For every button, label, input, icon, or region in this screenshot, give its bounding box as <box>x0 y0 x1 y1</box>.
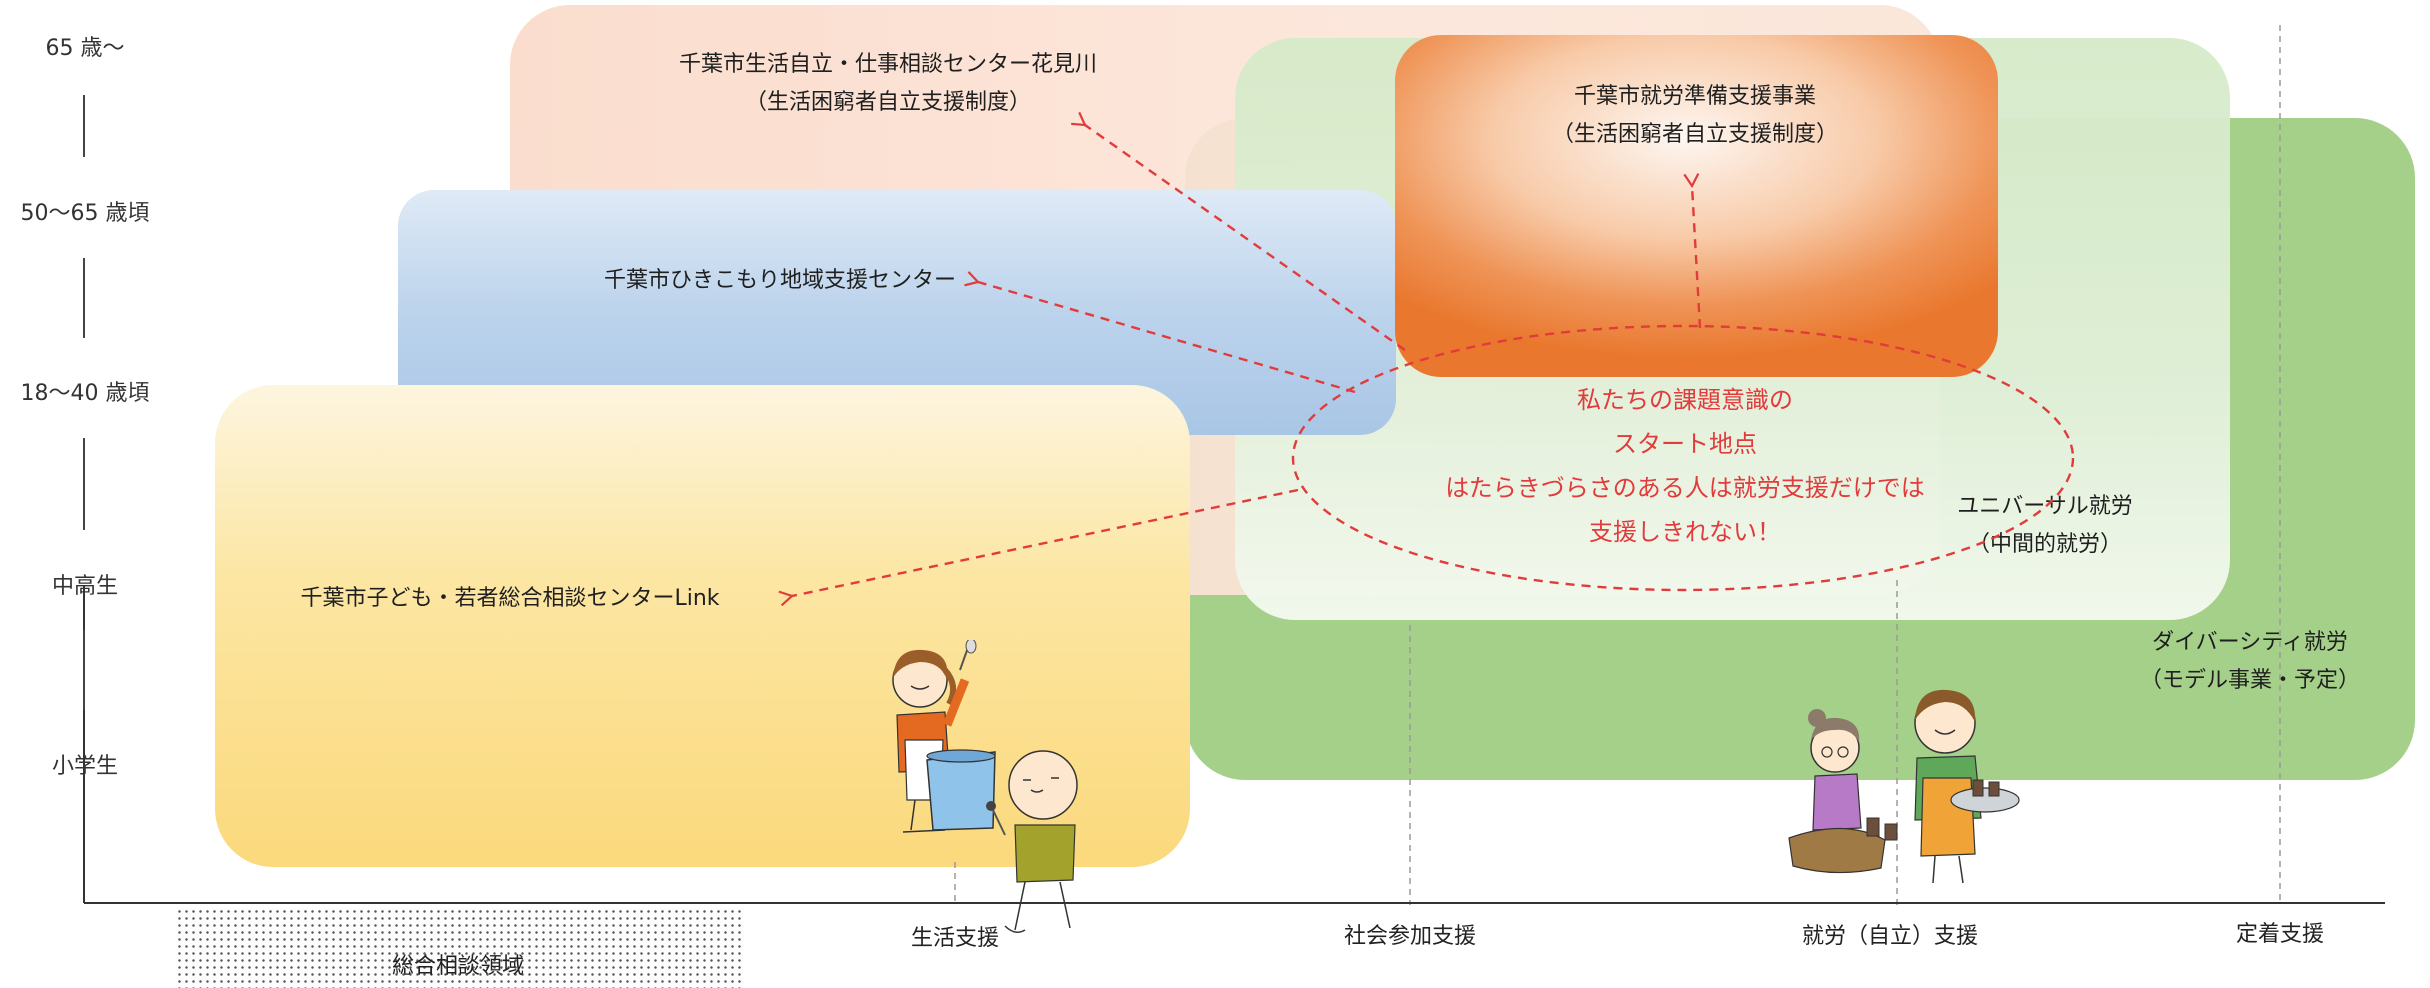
employment-readiness-subtitle: （生活困窮者自立支援制度） <box>1551 122 1838 147</box>
y-axis-tick <box>83 438 85 530</box>
hikikomori-label: 千葉市ひきこもり地域支援センター <box>540 262 1020 300</box>
issue-line-2: スタート地点 <box>1613 430 1757 458</box>
general-consultation-label: 総合相談領域 <box>391 954 524 979</box>
people-cooking-illustration <box>892 640 1078 933</box>
x-label-retention-support: 定着支援 <box>2235 922 2324 947</box>
issue-line-4: 支援しきれない！ <box>1589 518 1781 546</box>
hanamigawa-title: 千葉市生活自立・仕事相談センター花見川 <box>678 52 1097 77</box>
y-label-junior-high: 中高生 <box>51 574 118 599</box>
employment-readiness-label: 千葉市就労準備支援事業 （生活困窮者自立支援制度） <box>1395 78 1995 154</box>
employment-readiness-title: 千葉市就労準備支援事業 <box>1573 84 1816 109</box>
x-label-life-support: 生活支援 <box>910 926 999 951</box>
y-label-50-65: 50～65 歳頃 <box>20 201 150 226</box>
hanamigawa-label: 千葉市生活自立・仕事相談センター花見川 （生活困窮者自立支援制度） <box>568 46 1208 122</box>
hanamigawa-subtitle: （生活困窮者自立支援制度） <box>744 90 1031 115</box>
issue-statement: 私たちの課題意識の スタート地点 はたらきづらさのある人は就労支援だけでは 支援… <box>1380 378 1990 554</box>
diversity-subtitle: （モデル事業・予定） <box>2139 668 2360 693</box>
y-axis-tick <box>83 95 85 157</box>
issue-line-3: はたらきづらさのある人は就労支援だけでは <box>1445 474 1925 502</box>
y-axis-tick <box>83 630 85 710</box>
x-label-social-participation: 社会参加支援 <box>1343 924 1476 949</box>
y-label-elementary: 小学生 <box>51 754 118 779</box>
link-title: 千葉市子ども・若者総合相談センターLink <box>300 586 720 611</box>
link-label: 千葉市子ども・若者総合相談センターLink <box>240 580 780 618</box>
x-label-employment-support: 就労（自立）支援 <box>1801 924 1978 949</box>
y-label-65: 65 歳～ <box>45 36 125 61</box>
general-consultation-area <box>176 908 744 988</box>
issue-line-1: 私たちの課題意識の <box>1577 386 1793 414</box>
people-serving-illustration <box>1788 689 2020 884</box>
diversity-label: ダイバーシティ就労 （モデル事業・予定） <box>2105 624 2395 700</box>
y-axis-tick <box>83 258 85 338</box>
diversity-title: ダイバーシティ就労 <box>2152 630 2348 655</box>
y-label-18-40: 18～40 歳頃 <box>20 381 150 406</box>
hikikomori-title: 千葉市ひきこもり地域支援センター <box>603 268 956 293</box>
